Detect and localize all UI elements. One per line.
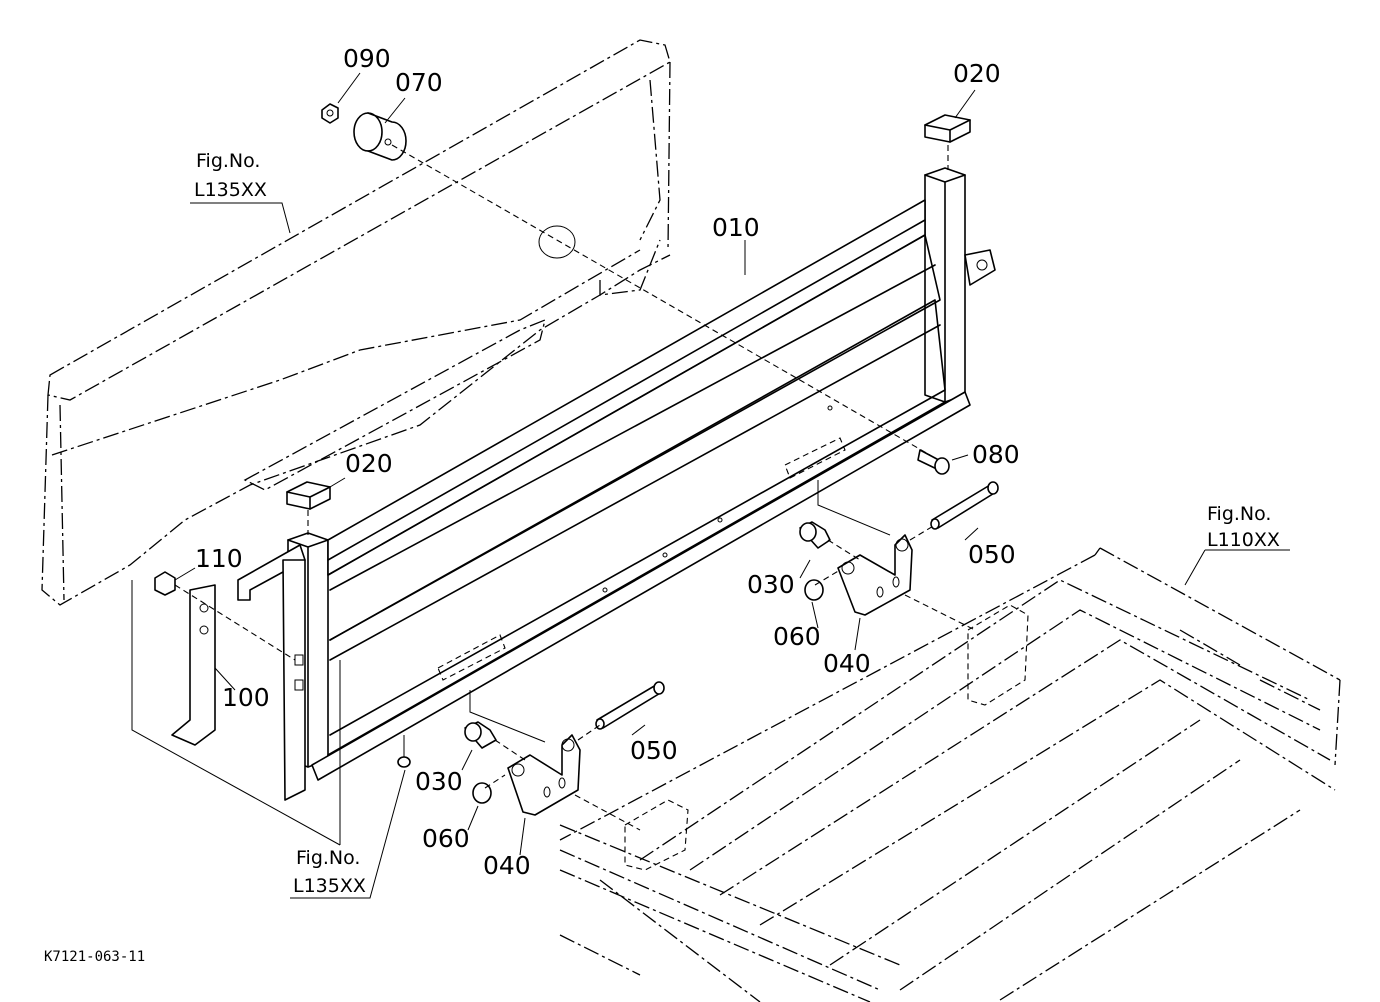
stopper-rubber [353,112,407,161]
label-110: 110 [195,544,243,573]
drawing-code: K7121-063-11 [44,949,145,965]
rivet-small [397,735,411,768]
leader-110 [174,567,196,581]
ref-leader-top [190,202,291,234]
leader-090 [337,72,361,104]
label-030-right: 030 [747,570,795,599]
leader-060-left [467,805,479,831]
label-070: 070 [395,68,443,97]
label-100: 100 [222,683,270,712]
label-030-left: 030 [415,767,463,796]
ref-right-line1: Fig.No. [1207,503,1271,525]
cargo-bed-outline [559,547,1341,1002]
label-040-left: 040 [483,851,531,880]
leader-080 [951,454,969,461]
leader-100 [214,667,236,691]
leader-040-right [854,617,861,651]
hinge-pin-right [930,481,999,530]
label-090: 090 [343,44,391,73]
ref-leader-bottom-left-2 [290,769,406,899]
hinge-bracket-right [837,534,913,616]
leader-070 [384,97,406,124]
side-panel-outline [41,39,671,606]
ref-leader-right [1184,549,1290,586]
leader-030-right [799,559,811,579]
label-060-right: 060 [773,622,821,651]
leader-020-top [954,89,976,119]
centerline-070-080 [391,144,931,456]
leader-050-left [631,724,646,736]
ref-top-left-line1: Fig.No. [196,150,260,172]
label-040-right: 040 [823,649,871,678]
gate-bracket-left [171,544,306,801]
bolt-080 [917,449,950,475]
hinge-pin-left [595,681,665,730]
bolt-030-right [799,521,831,549]
nut-090 [321,103,339,124]
ref-right-line2: L110XX [1207,529,1280,551]
ref-bottom-left-line2: L135XX [293,875,366,897]
label-080: 080 [972,440,1020,469]
tailgate-panel [287,167,996,781]
ref-leader-bottom-left [131,580,341,846]
washer-060-left [472,782,492,804]
clip-110 [154,571,176,596]
label-010: 010 [712,213,760,242]
leader-030-left [461,749,473,771]
bolt-030-left [464,721,497,749]
ref-top-left-line2: L135XX [194,179,267,201]
label-050-left: 050 [630,736,678,765]
ref-bottom-left-line1: Fig.No. [296,847,360,869]
plug-cap-top [924,114,971,143]
label-060-left: 060 [422,824,470,853]
leader-050-right [964,527,979,541]
label-020-left: 020 [345,449,393,478]
leader-040-left [519,817,526,856]
hinge-bracket-left [507,734,581,816]
washer-060-right [804,579,824,601]
leader-060-right [811,601,819,629]
label-020-top: 020 [953,59,1001,88]
plug-cap-left [286,481,331,510]
label-050-right: 050 [968,540,1016,569]
leader-020-left [324,477,346,491]
